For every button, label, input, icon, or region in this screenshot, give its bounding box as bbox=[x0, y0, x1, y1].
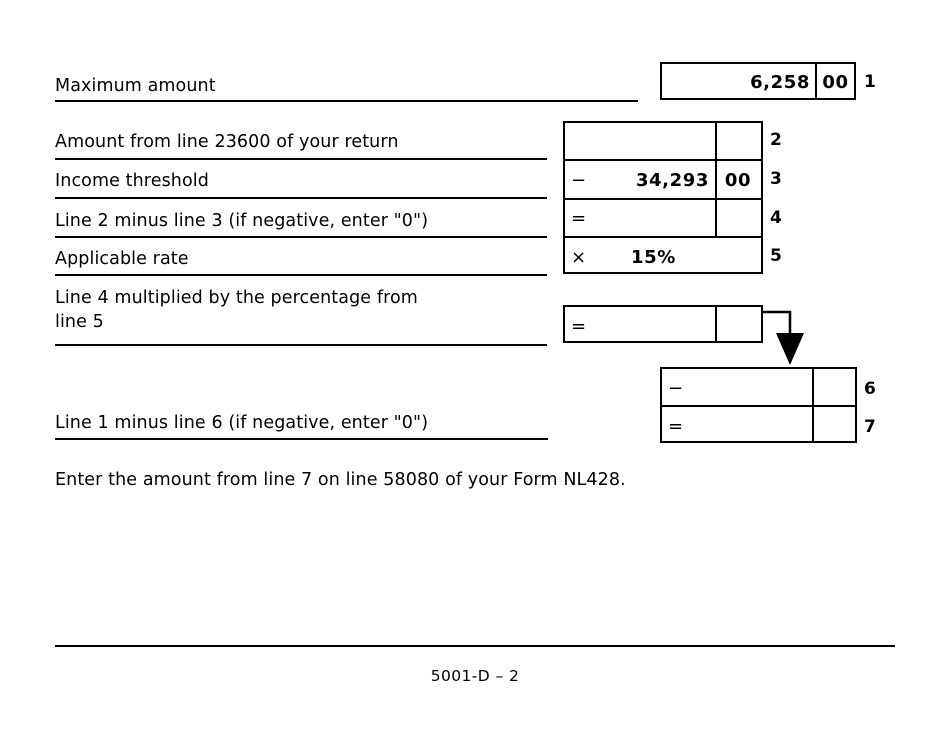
line-5-operator: × bbox=[571, 247, 587, 268]
line-7-operator: = bbox=[668, 416, 684, 437]
line-1-label: Maximum amount bbox=[55, 76, 216, 96]
line-5-result-cents-divider bbox=[715, 305, 717, 343]
line-1-amount-box[interactable] bbox=[660, 62, 856, 100]
line-1-amount-value: 6,258 bbox=[750, 72, 810, 93]
line-6-operator: − bbox=[668, 378, 684, 399]
line-2-label: Amount from line 23600 of your return bbox=[55, 132, 399, 152]
line-number-7: 7 bbox=[864, 417, 876, 437]
lines-2-5-table bbox=[563, 121, 763, 274]
line-number-2: 2 bbox=[770, 130, 782, 150]
line-1-cents-value: 00 bbox=[822, 72, 849, 93]
line-3-label: Income threshold bbox=[55, 171, 209, 191]
line-1-underline bbox=[55, 100, 638, 102]
line-5-label: Applicable rate bbox=[55, 249, 189, 269]
line-5-result-box[interactable] bbox=[563, 305, 763, 343]
closing-note: Enter the amount from line 7 on line 580… bbox=[55, 470, 626, 490]
line-4-underline bbox=[55, 236, 547, 238]
line-3-operator: − bbox=[571, 170, 587, 191]
lines-2-4-cents-divider bbox=[715, 121, 717, 236]
line-number-4: 4 bbox=[770, 208, 782, 228]
line-3-underline bbox=[55, 197, 547, 199]
line-5-result-label: Line 4 multiplied by the percentage from… bbox=[55, 288, 418, 332]
line-number-5: 5 bbox=[770, 246, 782, 266]
row-divider-3-4 bbox=[563, 198, 763, 200]
line-number-3: 3 bbox=[770, 169, 782, 189]
footer-form-code: 5001-D – 2 bbox=[430, 667, 520, 685]
line-5-rate-value: 15% bbox=[631, 247, 676, 268]
line-7-label: Line 1 minus line 6 (if negative, enter … bbox=[55, 413, 429, 433]
line-5-underline bbox=[55, 274, 547, 276]
line-1-cents-divider bbox=[815, 62, 817, 100]
line-7-underline bbox=[55, 438, 548, 440]
row-divider-4-5 bbox=[563, 236, 763, 238]
line-5-result-underline bbox=[55, 344, 547, 346]
line-number-1: 1 bbox=[864, 72, 876, 92]
carry-forward-arrow-icon bbox=[763, 310, 804, 365]
row-divider-2-3 bbox=[563, 159, 763, 161]
line-4-operator: = bbox=[571, 208, 587, 229]
line-3-amount-value: 34,293 bbox=[635, 170, 709, 191]
line-3-cents-value: 00 bbox=[724, 170, 752, 191]
line-4-label: Line 2 minus line 3 (if negative, enter … bbox=[55, 211, 429, 231]
line-5-result-operator: = bbox=[571, 316, 587, 337]
footer-divider bbox=[55, 645, 895, 647]
row-divider-6-7 bbox=[660, 405, 857, 407]
line-number-6: 6 bbox=[864, 379, 876, 399]
line-2-underline bbox=[55, 158, 547, 160]
lines-6-7-cents-divider bbox=[812, 367, 814, 443]
